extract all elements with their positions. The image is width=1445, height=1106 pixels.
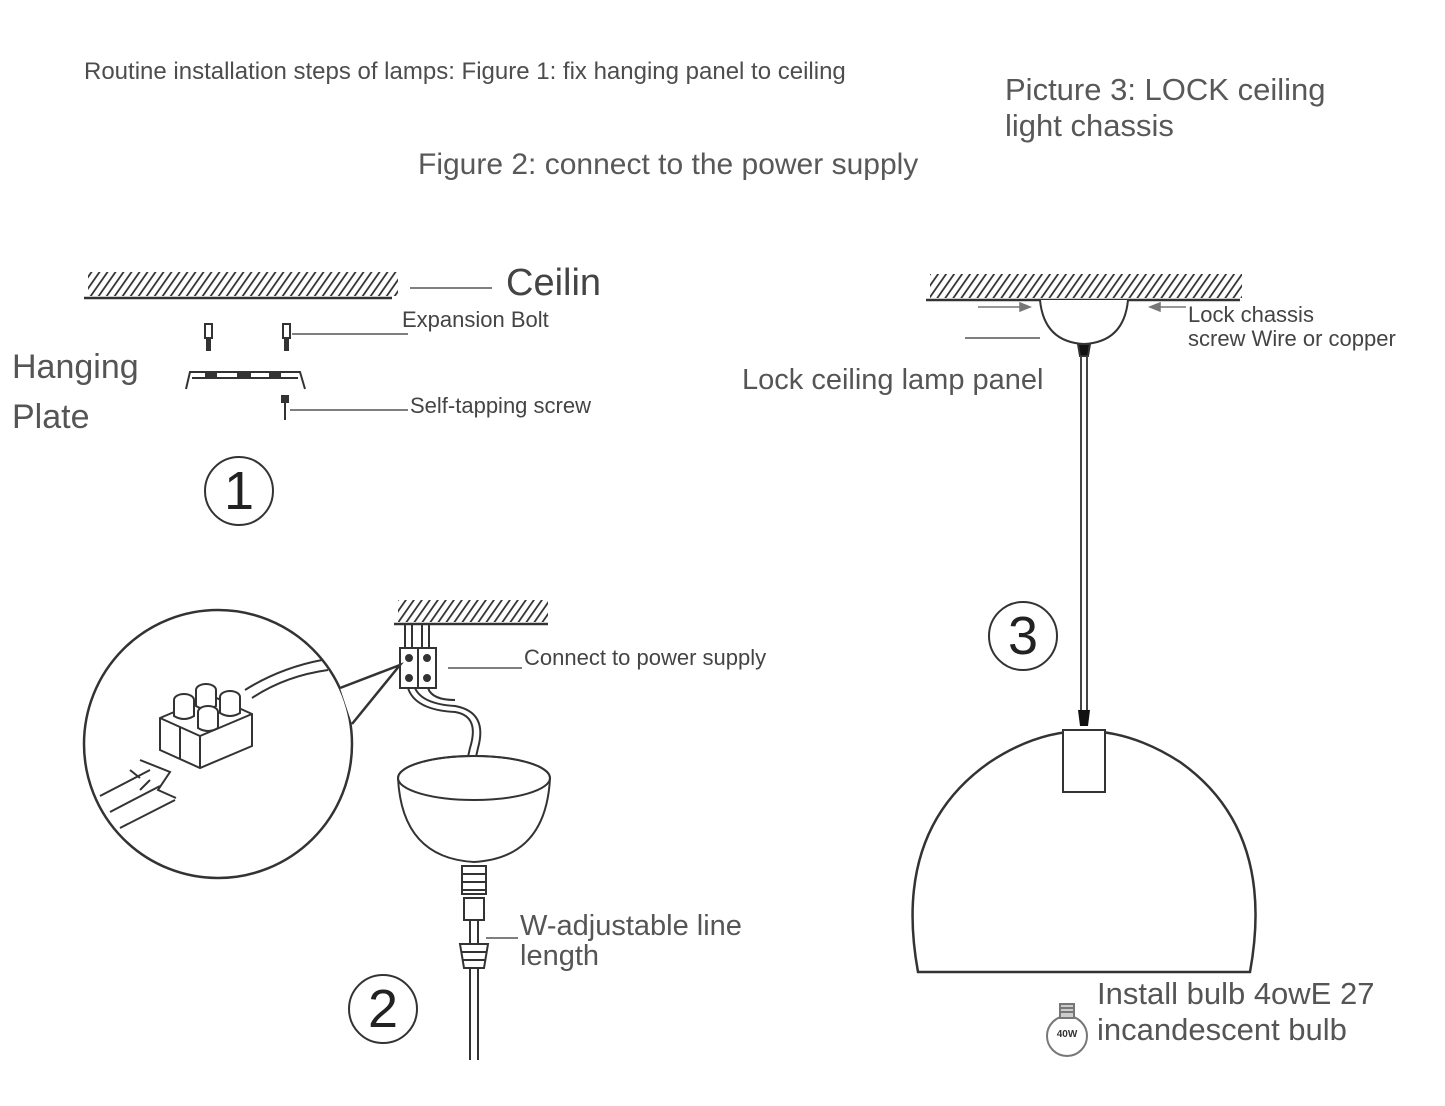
detail-wires	[99, 659, 329, 829]
lock-canopy-icon	[1039, 299, 1129, 357]
lock-arrows	[978, 301, 1186, 313]
lock-panel-label: Lock ceiling lamp panel	[742, 364, 1044, 396]
screw-label: Self-tapping screw	[410, 393, 591, 418]
hanging-plate-label-line2: Plate	[12, 398, 90, 436]
shade-cap	[1078, 710, 1090, 726]
canopy-icon	[397, 755, 551, 864]
figure1-title: Routine installation steps of lamps: Fig…	[84, 58, 846, 85]
install-bulb-label-line2: incandescent bulb	[1097, 1012, 1347, 1047]
picture3-title-line1: Picture 3: LOCK ceiling	[1005, 72, 1326, 107]
lock-chassis-label-line2: screw Wire or copper	[1188, 326, 1396, 351]
supply-wires	[404, 624, 430, 650]
screw-icon	[281, 395, 289, 420]
figure2-title: Figure 2: connect to the power supply	[418, 148, 919, 181]
step2-number: 2	[348, 974, 418, 1044]
expansion-bolt-label: Expansion Bolt	[402, 307, 549, 332]
cord-grip-icon	[458, 865, 490, 969]
lock-chassis-label-line1: Lock chassis	[1188, 302, 1314, 327]
bulb-wattage-badge: 40W	[1056, 1029, 1078, 1040]
step1-number: 1	[204, 456, 274, 526]
step1-ceiling	[84, 272, 398, 300]
hanging-plate-label-line1: Hanging	[12, 348, 139, 386]
suspension-cord	[1080, 356, 1088, 712]
hanging-plate-icon	[185, 371, 306, 390]
terminal-block-icon	[159, 683, 253, 770]
step3-ceiling	[926, 274, 1242, 302]
connect-power-label: Connect to power supply	[524, 645, 767, 670]
ceiling-label: Ceilin	[506, 262, 602, 304]
connector-icon	[399, 647, 437, 689]
install-bulb-label-line1: Install bulb 4owE 27	[1097, 976, 1375, 1011]
adjust-length-label-line2: length	[520, 940, 600, 972]
pendant-shade-icon	[911, 729, 1257, 974]
step3-number: 3	[988, 601, 1058, 671]
light-bulb-icon	[1046, 1003, 1088, 1057]
picture3-title-line2: light chassis	[1005, 108, 1174, 143]
adjust-length-label-line1: W-adjustable line	[520, 910, 742, 942]
step2-ceiling	[394, 600, 548, 626]
expansion-bolt-icon	[204, 323, 291, 351]
hanging-cable	[469, 920, 479, 1060]
